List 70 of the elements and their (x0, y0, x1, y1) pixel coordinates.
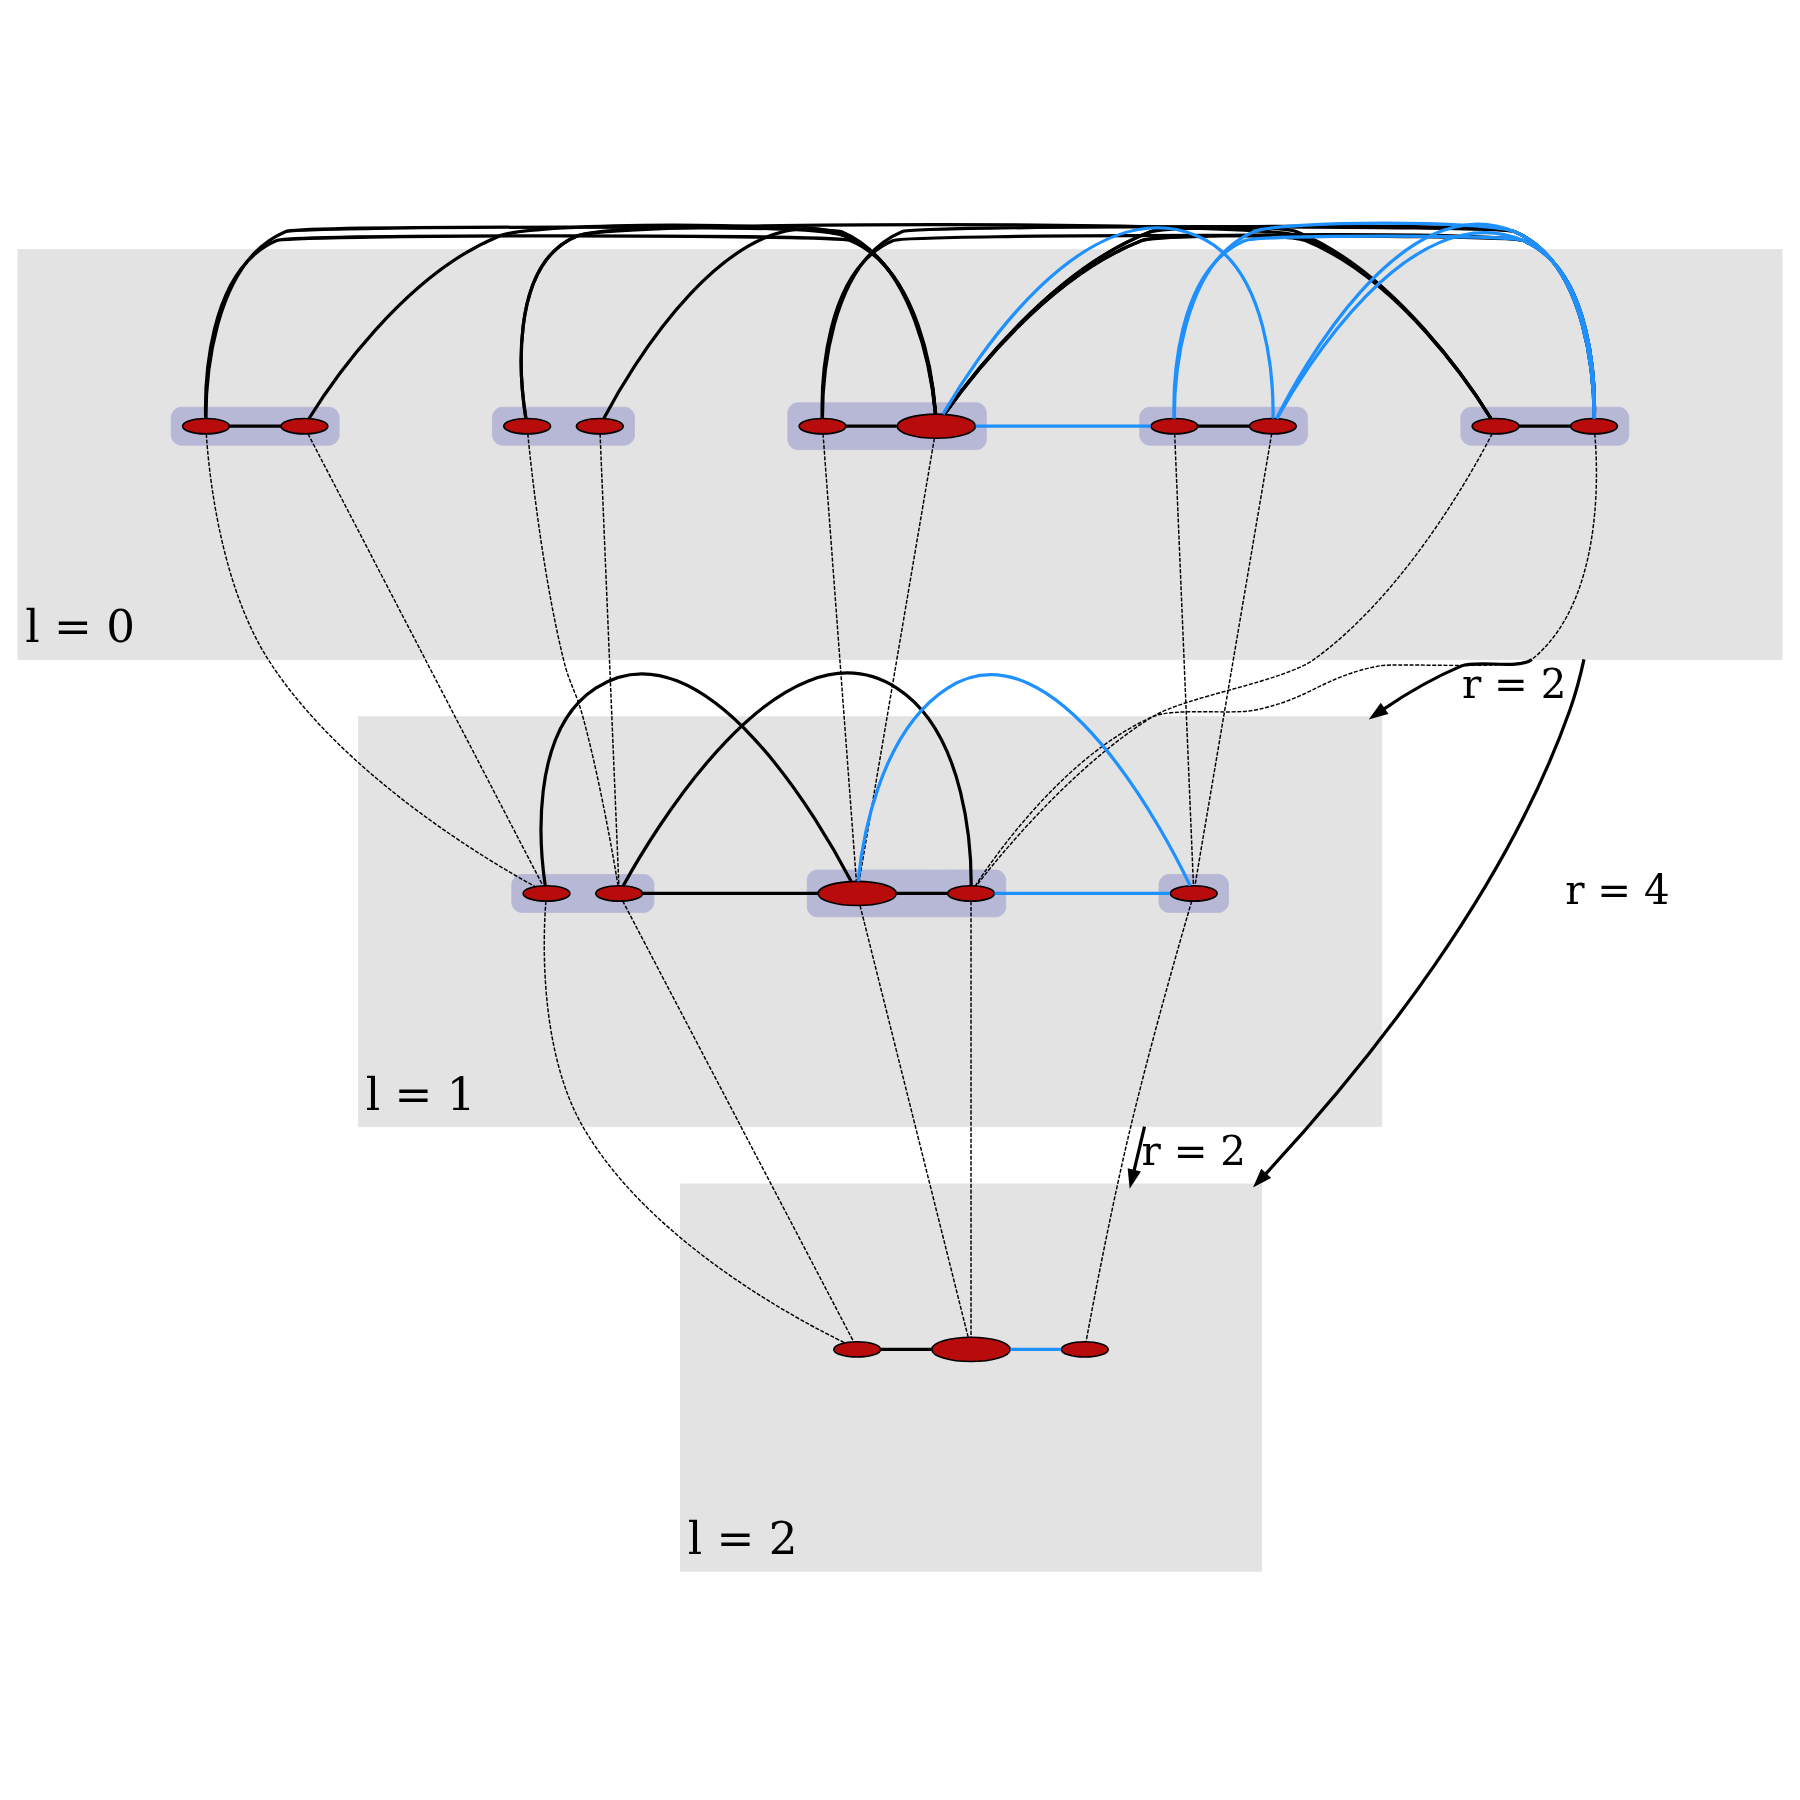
connector (846, 424, 897, 428)
connector (203, 225, 938, 418)
node-ellipse (280, 417, 329, 435)
edge-label: r = 2 (1461, 660, 1567, 708)
node-ellipse (1248, 417, 1298, 435)
node-ellipse (946, 884, 996, 902)
arrow (1252, 658, 1586, 1188)
node-ellipse (1060, 1340, 1109, 1358)
cluster (1139, 406, 1308, 446)
connector (1275, 222, 1597, 419)
arrow (1368, 657, 1533, 719)
cluster (492, 406, 635, 446)
node-ellipse (575, 417, 624, 435)
cluster: l = 0 (17, 248, 1783, 660)
connector (975, 424, 1151, 428)
node-ellipse (522, 884, 571, 902)
cluster: l = 2 (680, 1183, 1262, 1572)
cluster: l = 1 (358, 715, 1383, 1127)
cluster (1460, 406, 1630, 446)
connector (622, 899, 855, 1342)
node-ellipse (833, 1340, 882, 1358)
connector (941, 226, 1275, 418)
connector (994, 891, 1170, 895)
connector (880, 1347, 932, 1351)
connector (205, 432, 536, 887)
node-ellipse (1169, 884, 1218, 902)
cluster (806, 869, 1007, 917)
connector (527, 432, 619, 886)
connector (1010, 1347, 1062, 1351)
node-ellipse (817, 880, 898, 906)
connector (896, 891, 948, 895)
connector (1172, 221, 1597, 418)
connector (599, 432, 620, 886)
node-ellipse (1150, 417, 1199, 435)
connector (943, 225, 1493, 419)
connector (602, 226, 938, 419)
node-ellipse (594, 884, 644, 902)
cluster (170, 406, 340, 446)
node-ellipse (798, 417, 847, 435)
connector (822, 432, 858, 882)
connector (307, 432, 544, 886)
connector (1085, 900, 1193, 1342)
edge-label: r = 2 (1141, 1127, 1246, 1175)
connector (229, 424, 281, 428)
connector (543, 900, 846, 1343)
cluster (511, 873, 655, 913)
connector (970, 900, 972, 1338)
connector (1173, 432, 1195, 886)
cluster (787, 401, 987, 450)
node-ellipse (1471, 417, 1520, 435)
connector (539, 672, 853, 886)
edge-label: r = 4 (1565, 866, 1670, 914)
connector (1519, 424, 1571, 428)
node-ellipse (181, 417, 231, 435)
node-ellipse (931, 1336, 1011, 1362)
connector (975, 432, 1493, 887)
connector (621, 671, 973, 887)
connector (519, 222, 1493, 419)
node-ellipse (896, 412, 977, 439)
connector (974, 432, 1598, 887)
connector (1197, 424, 1250, 428)
node-ellipse (1569, 417, 1619, 435)
connector (859, 904, 969, 1338)
node-ellipse (502, 417, 552, 435)
connector (856, 673, 1192, 886)
arrow (1127, 1125, 1147, 1189)
connector (642, 891, 819, 895)
connector (1194, 432, 1273, 886)
cluster (1158, 873, 1229, 913)
connector (307, 222, 938, 419)
